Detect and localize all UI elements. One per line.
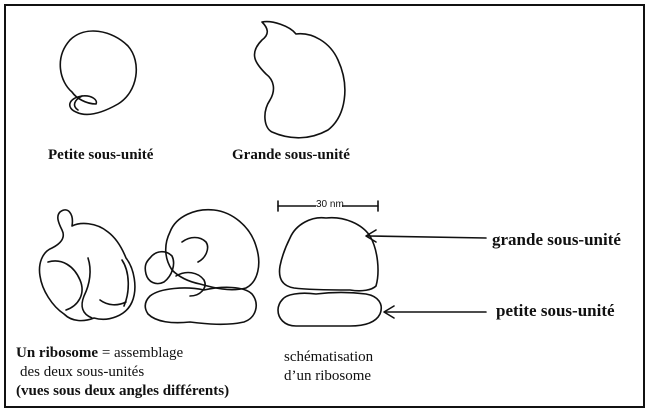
small-subunit-caption: Petite sous-unité <box>48 147 153 164</box>
large-subunit-arrow-label: grande sous-unité <box>492 230 621 250</box>
scale-label: 30 nm <box>316 199 344 210</box>
schematic-small-subunit <box>278 293 381 327</box>
small-subunit-arrow-label: petite sous-unité <box>496 301 615 321</box>
schema-caption-line1: schématisation <box>284 348 373 367</box>
schema-caption: schématisation d’un ribosome <box>284 348 373 386</box>
schema-caption-line2: d’un ribosome <box>284 367 373 386</box>
ribosome-caption-line3: (vues sous deux angles différents) <box>16 382 229 401</box>
ribosome-caption-line2: des deux sous-unités <box>16 363 229 382</box>
arrow-to-large-subunit <box>368 236 486 238</box>
large-subunit-caption: Grande sous-unité <box>232 147 350 164</box>
schematic-large-subunit <box>280 218 378 291</box>
ribosome-view-2 <box>166 210 259 290</box>
small-subunit-shape <box>60 31 136 114</box>
ribosome-caption: Un ribosome = assemblage des deux sous-u… <box>16 344 229 401</box>
ribosome-caption-rest: = assemblage <box>98 345 183 361</box>
ribosome-caption-bold: Un ribosome <box>16 345 98 361</box>
large-subunit-shape <box>254 22 344 138</box>
